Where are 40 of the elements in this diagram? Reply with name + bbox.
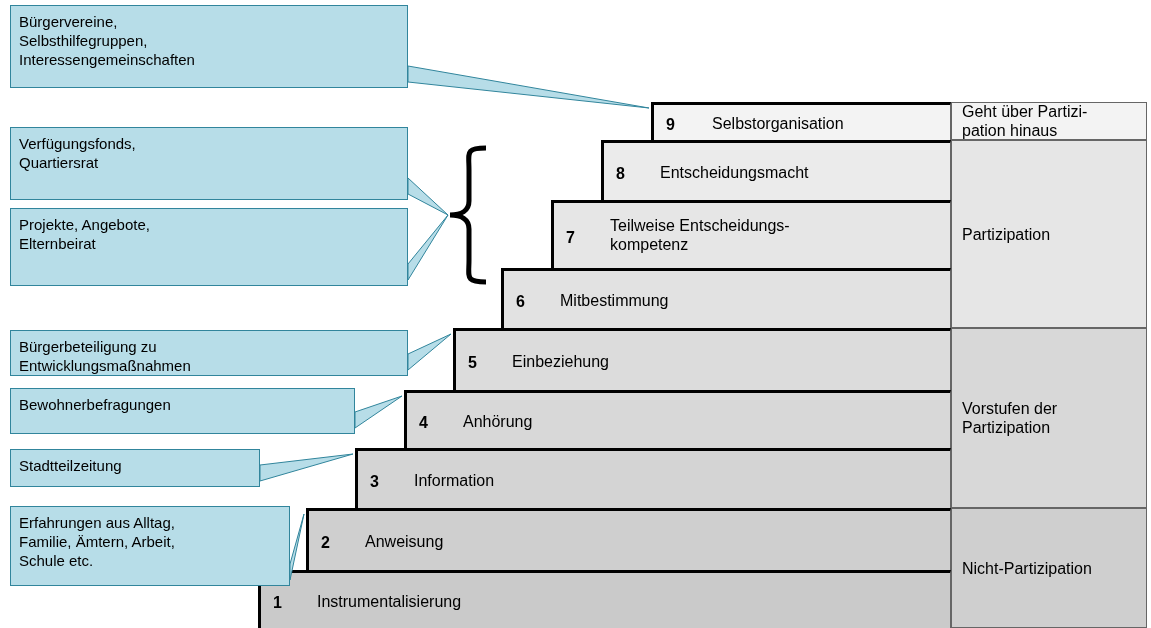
step-label: Information	[414, 471, 496, 490]
step-number: 8	[616, 165, 625, 183]
step-number: 3	[370, 473, 379, 491]
stair-step	[404, 390, 951, 448]
step-number: 5	[468, 354, 477, 372]
stair-step	[453, 328, 951, 390]
stair-step	[306, 508, 951, 570]
stair-step	[501, 268, 951, 328]
step-label: Mitbestimmung	[560, 291, 670, 310]
callout-pointer	[354, 395, 403, 429]
step-label: Selbstorganisation	[712, 114, 845, 133]
stair-step	[355, 448, 951, 508]
step-label: Entscheidungsmacht	[660, 163, 810, 182]
callout-pointer	[407, 177, 449, 216]
step-number: 2	[321, 534, 330, 552]
stair-step	[258, 570, 951, 628]
step-label: Einbeziehung	[512, 352, 610, 371]
step-label: Anhörung	[463, 412, 534, 431]
step-number: 7	[566, 229, 575, 247]
callout-pointer	[289, 513, 305, 581]
callout-pointer	[407, 65, 650, 109]
category-box: Partizipation	[951, 140, 1147, 328]
step-number: 1	[273, 594, 282, 612]
callout-pointer	[259, 453, 354, 482]
stair-step	[601, 140, 951, 200]
step-number: 6	[516, 293, 525, 311]
callout-pointer	[407, 214, 449, 281]
callout-box: Verfügungsfonds, Quartiersrat	[10, 127, 408, 200]
step-number: 4	[419, 414, 428, 432]
step-label: Teilweise Entscheidungs- kompetenz	[610, 216, 791, 254]
step-label: Instrumentalisierung	[317, 592, 463, 611]
category-box: Vorstufen der Partizipation	[951, 328, 1147, 508]
step-number: 9	[666, 116, 675, 134]
callout-box: Bürgervereine, Selbsthilfegruppen, Interessengemeinschaften	[10, 5, 408, 88]
category-box: Nicht-Partizipation	[951, 508, 1147, 628]
category-box: Geht über Partizi- pation hinaus	[951, 102, 1147, 140]
stair-step	[651, 102, 951, 140]
callout-pointer	[407, 333, 452, 371]
stair-step	[551, 200, 951, 268]
step-label: Anweisung	[365, 532, 445, 551]
